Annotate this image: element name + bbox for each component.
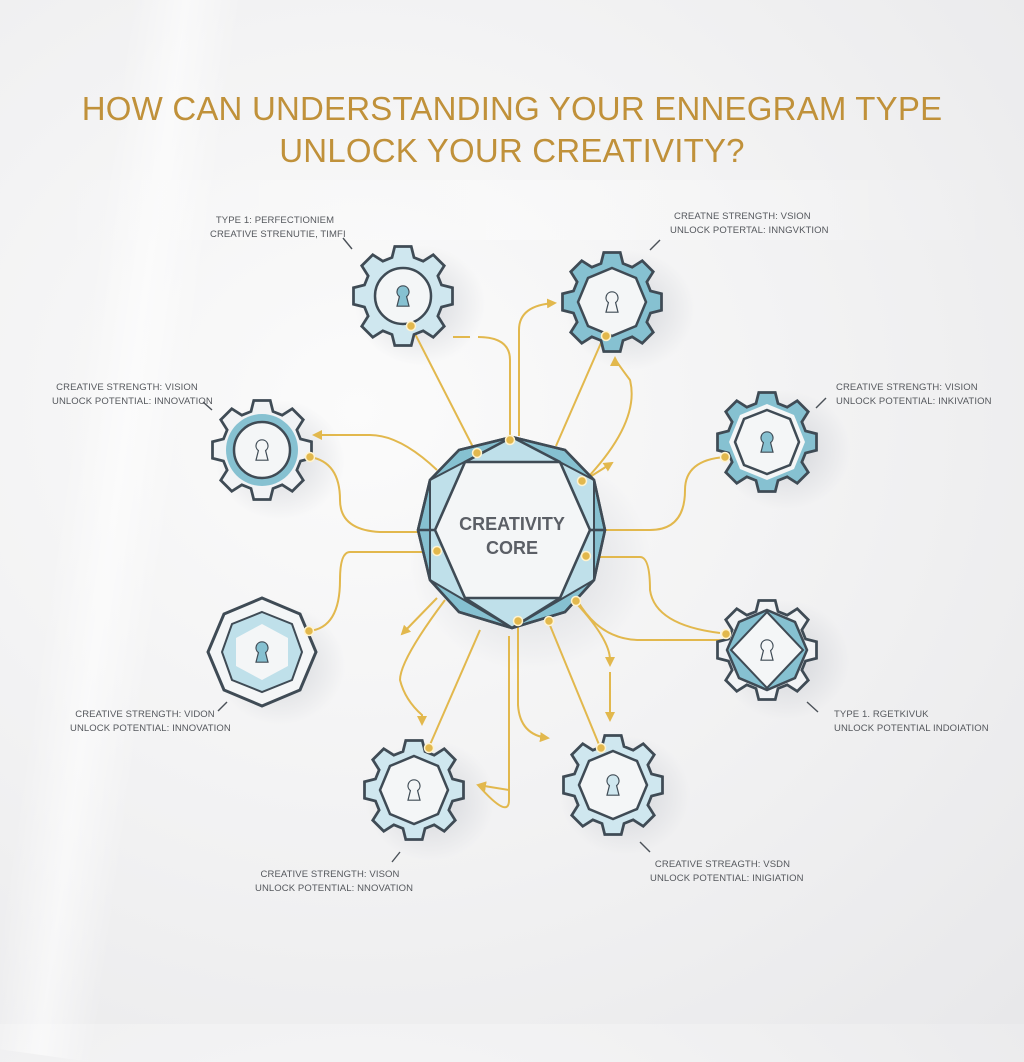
node-label-top-right: CREATNE STRENGTH: VSION UNLOCK POTERTAL:…: [670, 210, 829, 238]
connector-line: [308, 551, 436, 632]
label-line-1: CREATIVE STRENGTH: VISION: [836, 382, 978, 393]
label-line-2: UNLOCK POTENTIAL: INIGIATION: [650, 873, 804, 884]
connector-line: [548, 622, 601, 748]
label-line-1: CREATIVE STRENGTH: VISION: [56, 382, 198, 393]
node-label-mid-left: CREATIVE STRENGTH: VISION UNLOCK POTENTI…: [52, 381, 213, 409]
label-line-2: UNLOCK POTENTIAL: INNOVATION: [52, 396, 213, 407]
keyhole-icon: [760, 431, 774, 453]
connector-line: [589, 356, 633, 476]
connector-line: [585, 556, 721, 634]
label-line-1: CREATIVE STREAGTH: VSDN: [654, 859, 791, 870]
connector-line: [598, 456, 726, 531]
gem-node-low-left[interactable]: [206, 596, 318, 708]
keyhole-icon: [407, 779, 421, 801]
core-label-line-1: CREATIVITY: [459, 514, 565, 534]
gear-node-bottom-right[interactable]: [562, 734, 664, 836]
node-label-low-right: TYPE 1. RGETKIVUK UNLOCK POTENTIAL INDOI…: [834, 708, 989, 736]
label-line-2: UNLOCK POTENTIAL: INKIVATION: [836, 396, 992, 407]
node-label-bottom-left: CREATIVE STRENGTH: VISON UNLOCK POTENTIA…: [255, 868, 414, 896]
label-line-2: UNLOCK POTENTIAL: INNOVATION: [70, 723, 231, 734]
connector-line: [410, 325, 476, 452]
gear-node-top-right[interactable]: [561, 251, 663, 353]
connector-dots: [303, 320, 732, 754]
connector-line: [576, 599, 723, 641]
core-label: CREATIVITY CORE: [432, 512, 592, 560]
label-line-1: TYPE 1. RGETKIVUK: [834, 709, 929, 720]
keyhole-icon: [255, 439, 269, 461]
keyhole-icon: [760, 639, 774, 661]
label-line-1: CREATIVE STRENGTH: VIDON: [75, 709, 215, 720]
node-label-low-left: CREATIVE STRENGTH: VIDON UNLOCK POTENTIA…: [70, 708, 231, 736]
keyhole-icon: [255, 641, 269, 663]
connector-line: [517, 623, 550, 743]
gear-node-low-right[interactable]: [716, 599, 818, 701]
node-label-bottom-right: CREATIVE STREAGTH: VSDN UNLOCK POTENTIAL…: [650, 858, 804, 886]
keyhole-icon: [605, 291, 619, 313]
creativity-core: [416, 435, 607, 630]
connector-line: [518, 298, 557, 436]
gear-node-bottom-left[interactable]: [363, 739, 465, 841]
connector-line: [453, 336, 511, 440]
label-line-2: UNLOCK POTENTIAL: NNOVATION: [255, 883, 414, 894]
connector-line: [428, 629, 481, 748]
title-line-1: HOW CAN UNDERSTANDING YOUR ENNEGRAM TYPE: [81, 90, 943, 127]
label-line-1: CREATIVE STRENGTH: VISON: [260, 869, 400, 880]
keyhole-icon: [606, 774, 620, 796]
connector-line: [400, 597, 438, 636]
label-pointers: [202, 237, 827, 863]
connector-line: [576, 603, 615, 667]
connector-line: [398, 599, 446, 726]
connectors: [308, 298, 726, 809]
keyhole-icon: [396, 285, 410, 307]
label-line-2: UNLOCK POTENTIAL INDOIATION: [834, 723, 989, 734]
label-line-2: CREATIVE STRENUTIE, TIMFI: [210, 229, 346, 240]
connector-line: [312, 430, 438, 471]
connector-line: [555, 335, 605, 447]
connector-line: [476, 781, 510, 792]
core-label-line-2: CORE: [485, 538, 538, 558]
label-line-1: TYPE 1: PERFECTIONIEM: [215, 215, 335, 226]
gear-node-top-left[interactable]: [352, 245, 454, 347]
connector-line: [477, 636, 510, 809]
title-line-2: UNLOCK YOUR CREATIVITY?: [279, 132, 745, 169]
connector-line: [309, 456, 425, 533]
gear-node-mid-right[interactable]: [716, 391, 818, 493]
diagram-canvas: [202, 237, 850, 863]
gear-node-mid-left[interactable]: [211, 399, 313, 501]
page-title: HOW CAN UNDERSTANDING YOUR ENNEGRAM TYPE…: [0, 88, 1024, 172]
node-label-top-left: TYPE 1: PERFECTIONIEM CREATIVE STRENUTIE…: [210, 214, 346, 242]
label-line-2: UNLOCK POTERTAL: INNGVKTION: [670, 225, 829, 236]
node-label-mid-right: CREATIVE STRENGTH: VISION UNLOCK POTENTI…: [836, 381, 992, 409]
label-line-1: CREATNE STRENGTH: VSION: [674, 211, 811, 222]
